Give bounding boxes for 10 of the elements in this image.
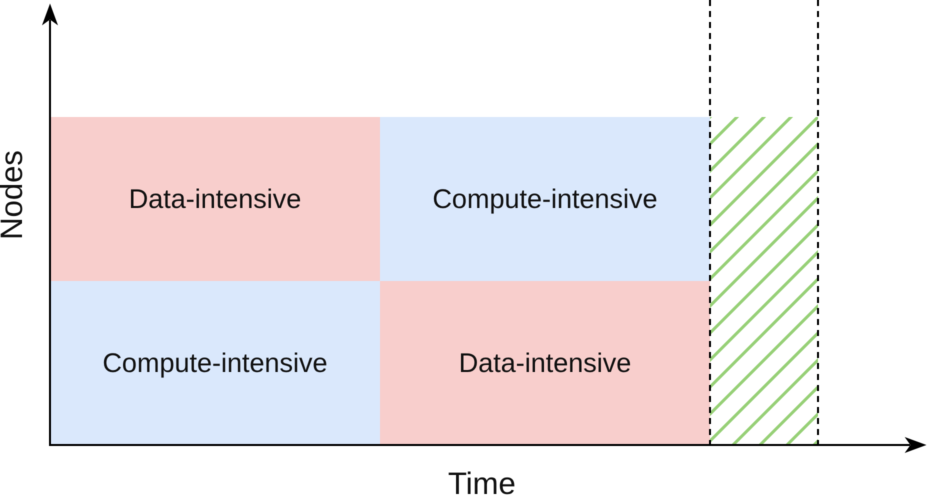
block-label: Compute-intensive (102, 348, 328, 378)
block-label: Data-intensive (458, 348, 632, 378)
axis-label: Time (448, 466, 516, 502)
task-block (380, 281, 710, 445)
task-block (50, 117, 380, 281)
task-block (380, 117, 710, 281)
task-block (50, 281, 380, 445)
block-label: Compute-intensive (432, 184, 658, 214)
block-label: Data-intensive (128, 184, 302, 214)
hatched-region (710, 117, 818, 445)
